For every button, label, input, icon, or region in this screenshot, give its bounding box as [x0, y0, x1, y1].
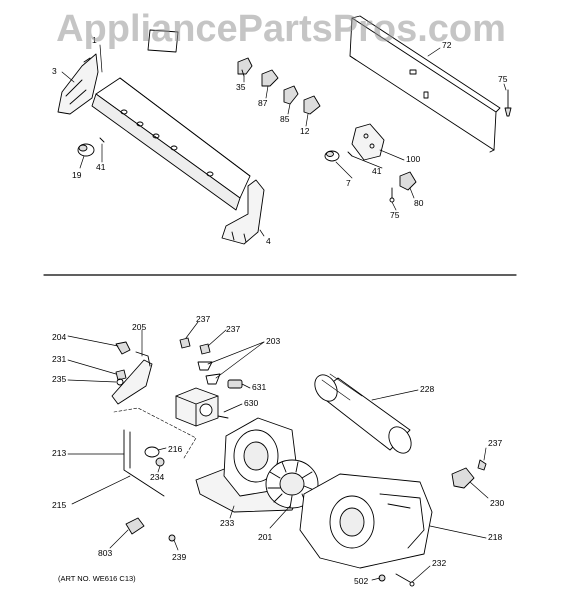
screw-75-top [504, 89, 512, 117]
callout-234: 234 [150, 472, 164, 482]
callout-218: 218 [488, 532, 502, 542]
end-bracket-right [221, 179, 265, 245]
switch-12 [303, 95, 321, 115]
callout-100: 100 [406, 154, 420, 164]
callout-72: 72 [442, 40, 452, 50]
leader-lines-top [61, 44, 507, 237]
callout-232: 232 [432, 558, 446, 568]
screw-237-right [477, 459, 487, 471]
callout-231: 231 [52, 354, 66, 364]
callout-237b: 237 [226, 324, 240, 334]
callout-75a: 75 [498, 74, 508, 84]
callout-237c: 237 [488, 438, 502, 448]
panel-plate [147, 29, 179, 53]
side-bracket-left [57, 53, 99, 115]
callout-12: 12 [300, 126, 310, 136]
callout-41a: 41 [96, 162, 106, 172]
callout-204: 204 [52, 332, 66, 342]
callout-228: 228 [420, 384, 434, 394]
callout-230: 230 [490, 498, 504, 508]
part-631 [227, 379, 243, 389]
callout-7: 7 [346, 178, 351, 188]
callout-239: 239 [172, 552, 186, 562]
screw-41-right [347, 151, 353, 157]
art-number: (ART NO. WE616 C13) [58, 574, 136, 583]
callout-87: 87 [258, 98, 268, 108]
callout-233: 233 [220, 518, 234, 528]
callout-630: 630 [244, 398, 258, 408]
callout-803: 803 [98, 548, 112, 558]
screws-237-203 [179, 337, 221, 385]
watermark: AppliancePartsPros.com [56, 8, 506, 50]
timer [175, 387, 229, 427]
parts-231-235 [115, 369, 127, 386]
rear-panel [349, 15, 501, 153]
part-803 [125, 517, 145, 535]
callout-35: 35 [236, 82, 246, 92]
callout-237a: 237 [196, 314, 210, 324]
motor-bracket [111, 351, 153, 405]
callout-235: 235 [52, 374, 66, 384]
callout-502: 502 [354, 576, 368, 586]
leader-lines-bottom [67, 321, 489, 583]
screw-75-lower [389, 187, 395, 203]
switch-85 [283, 85, 299, 105]
drum [314, 373, 412, 454]
callout-201: 201 [258, 532, 272, 542]
part-80 [399, 171, 417, 191]
callout-631: 631 [252, 382, 266, 392]
callout-4: 4 [266, 236, 271, 246]
terminal-block [351, 123, 385, 161]
screws-502-232 [378, 573, 415, 587]
callout-19: 19 [72, 170, 82, 180]
callout-216: 216 [168, 444, 182, 454]
clamp-204 [115, 341, 131, 355]
screw-41-left [99, 137, 105, 143]
callout-41b: 41 [372, 166, 382, 176]
callout-75b: 75 [390, 210, 400, 220]
knob [77, 143, 95, 157]
callout-205: 205 [132, 322, 146, 332]
control-panel [91, 77, 251, 211]
switch-87 [261, 69, 279, 87]
rear-bulkhead [299, 473, 433, 569]
callout-1: 1 [92, 35, 97, 45]
switch-35 [237, 57, 253, 77]
screw-239 [168, 534, 176, 542]
callout-85: 85 [280, 114, 290, 124]
callout-203: 203 [266, 336, 280, 346]
idler-assembly [113, 407, 197, 497]
sensor-230 [451, 467, 475, 489]
callout-213: 213 [52, 448, 66, 458]
callout-215: 215 [52, 500, 66, 510]
knob-7 [324, 150, 340, 162]
callout-80: 80 [414, 198, 424, 208]
callout-3: 3 [52, 66, 57, 76]
